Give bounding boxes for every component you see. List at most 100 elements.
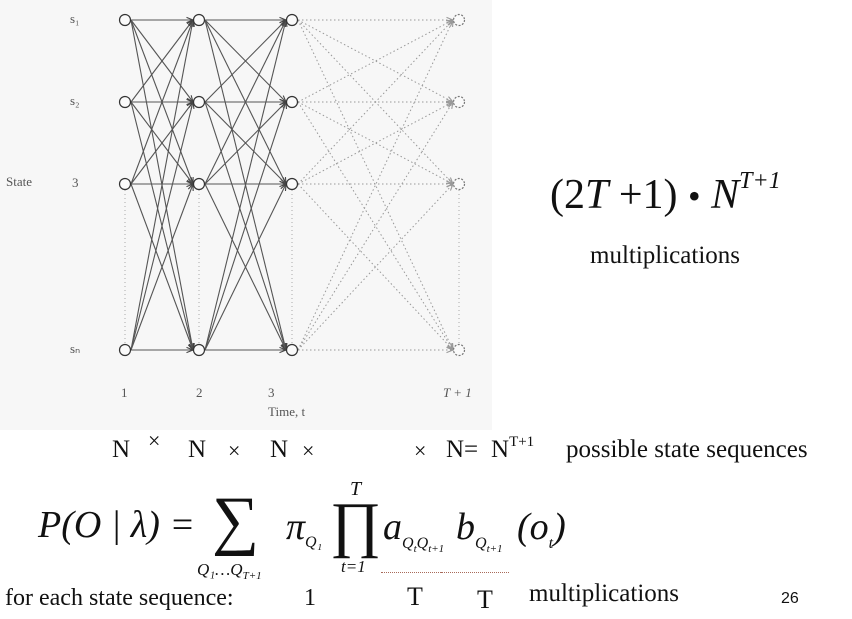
sum-symbol: ∑ xyxy=(212,484,260,557)
complexity-plus1: +1) xyxy=(608,172,678,218)
trellis-arrowhead xyxy=(447,100,454,109)
complexity-label: multiplications xyxy=(590,242,740,269)
state-node xyxy=(285,177,299,191)
trellis-nodes xyxy=(118,13,466,357)
trellis-edge xyxy=(204,19,287,185)
seq-n4: N= xyxy=(446,436,479,463)
time-label-1: 1 xyxy=(121,385,128,400)
state-node xyxy=(192,343,206,357)
per-sequence-one: 1 xyxy=(304,585,316,611)
trellis-edge xyxy=(297,101,454,185)
complexity-expression: (2T +1) • NT+1 xyxy=(550,168,781,226)
obs-sub: t xyxy=(548,535,554,552)
trellis-edge xyxy=(204,183,287,351)
seq-power-exp: T+1 xyxy=(509,434,535,450)
seq-power-base: N xyxy=(491,436,510,463)
a-symbol: a xyxy=(383,506,402,548)
state-label-s2: s₂ xyxy=(70,93,80,108)
complexity-exponent: T+1 xyxy=(739,168,781,194)
diagram-background xyxy=(0,0,492,430)
pi-term: πQ₁ xyxy=(286,505,323,551)
per-sequence-text: multiplications xyxy=(529,580,679,607)
trellis-edge xyxy=(130,101,194,185)
product-bottom: t=1 xyxy=(341,557,366,576)
state-node xyxy=(452,95,466,109)
trellis-edge xyxy=(204,19,287,103)
a-sub-t: t xyxy=(413,543,417,555)
b-term-underline xyxy=(441,572,509,573)
per-sequence-t1: T xyxy=(407,582,423,611)
time-label-t1: T + 1 xyxy=(443,385,472,400)
product-symbol: ∏ xyxy=(330,491,382,559)
complexity-N: N xyxy=(711,172,740,218)
trellis-edge xyxy=(130,19,194,351)
sum-sub-tail: T+1 xyxy=(242,570,262,582)
time-label-3: 3 xyxy=(268,385,275,400)
formula-lhs: P(O | λ) = xyxy=(38,504,196,546)
state-node xyxy=(285,95,299,109)
state-node xyxy=(452,177,466,191)
state-node xyxy=(285,343,299,357)
seq-n2: N xyxy=(188,436,207,463)
state-node xyxy=(452,13,466,27)
transition-term: aQtQt+1 xyxy=(383,505,444,555)
trellis-arrowhead xyxy=(446,346,455,354)
trellis-edge xyxy=(297,101,454,351)
trellis-edge xyxy=(297,183,454,351)
time-axis-label: Time, t xyxy=(268,404,305,419)
emission-term: bQt+1 xyxy=(456,505,503,555)
a-sub-q1: Q xyxy=(402,535,414,552)
trellis-edge xyxy=(297,19,454,351)
state-node xyxy=(118,177,132,191)
sequence-count-line: N × N × N × × N= NT+1 possible state seq… xyxy=(0,428,852,472)
observation-term: (ot) xyxy=(517,505,566,552)
seq-n3: N xyxy=(270,436,289,463)
sum-sub-main: Q₁…Q xyxy=(197,560,243,579)
trellis-edge xyxy=(130,19,194,185)
state-node xyxy=(118,13,132,27)
state-label-sn: sₙ xyxy=(70,341,80,356)
product-top: T xyxy=(350,478,362,500)
per-sequence-t2: T xyxy=(477,585,493,614)
trellis-edge xyxy=(297,19,454,185)
trellis-edge xyxy=(297,101,454,185)
trellis-arrowhead xyxy=(447,18,454,28)
a-sub-q2: Q xyxy=(416,535,429,552)
seq-times1: × xyxy=(148,428,161,453)
trellis-edge xyxy=(297,183,454,351)
trellis-edge xyxy=(297,19,454,103)
per-sequence-label: for each state sequence: xyxy=(5,585,234,611)
trellis-diagram: s₁ s₂ 3 sₙ State 1 2 3 T + 1 Time, t xyxy=(0,0,492,430)
complexity-T: T xyxy=(585,172,609,218)
state-axis-label: State xyxy=(6,174,32,189)
trellis-edge xyxy=(204,19,287,351)
trellis-edge xyxy=(297,19,454,351)
trellis-edge xyxy=(204,101,287,185)
pi-subscript: Q₁ xyxy=(305,534,323,551)
state-label-s1: s₁ xyxy=(70,11,80,26)
state-node xyxy=(192,95,206,109)
complexity-open: (2 xyxy=(550,172,585,218)
state-node xyxy=(118,343,132,357)
state-node xyxy=(452,343,466,357)
state-node xyxy=(192,177,206,191)
trellis-edge xyxy=(130,183,194,351)
bullet-icon: • xyxy=(688,176,701,216)
time-label-2: 2 xyxy=(196,385,203,400)
trellis-edge xyxy=(297,19,454,103)
trellis-arrowhead xyxy=(446,182,455,191)
a-term-underline xyxy=(381,572,451,573)
b-sub-q: Q xyxy=(475,535,487,552)
obs-open: (o xyxy=(517,506,549,548)
obs-close: ) xyxy=(553,506,566,548)
seq-times4: × xyxy=(414,438,427,463)
a-sub-t1: t+1 xyxy=(428,543,445,555)
sum-subscript: Q₁…QT+1 xyxy=(197,560,262,582)
trellis-edge xyxy=(297,101,454,351)
seq-n1: N xyxy=(112,436,131,463)
page-number: 26 xyxy=(781,590,799,607)
trellis-edge xyxy=(204,101,287,351)
trellis-edges xyxy=(124,16,460,354)
seq-text: possible state sequences xyxy=(566,436,808,463)
trellis-edge xyxy=(130,19,194,103)
